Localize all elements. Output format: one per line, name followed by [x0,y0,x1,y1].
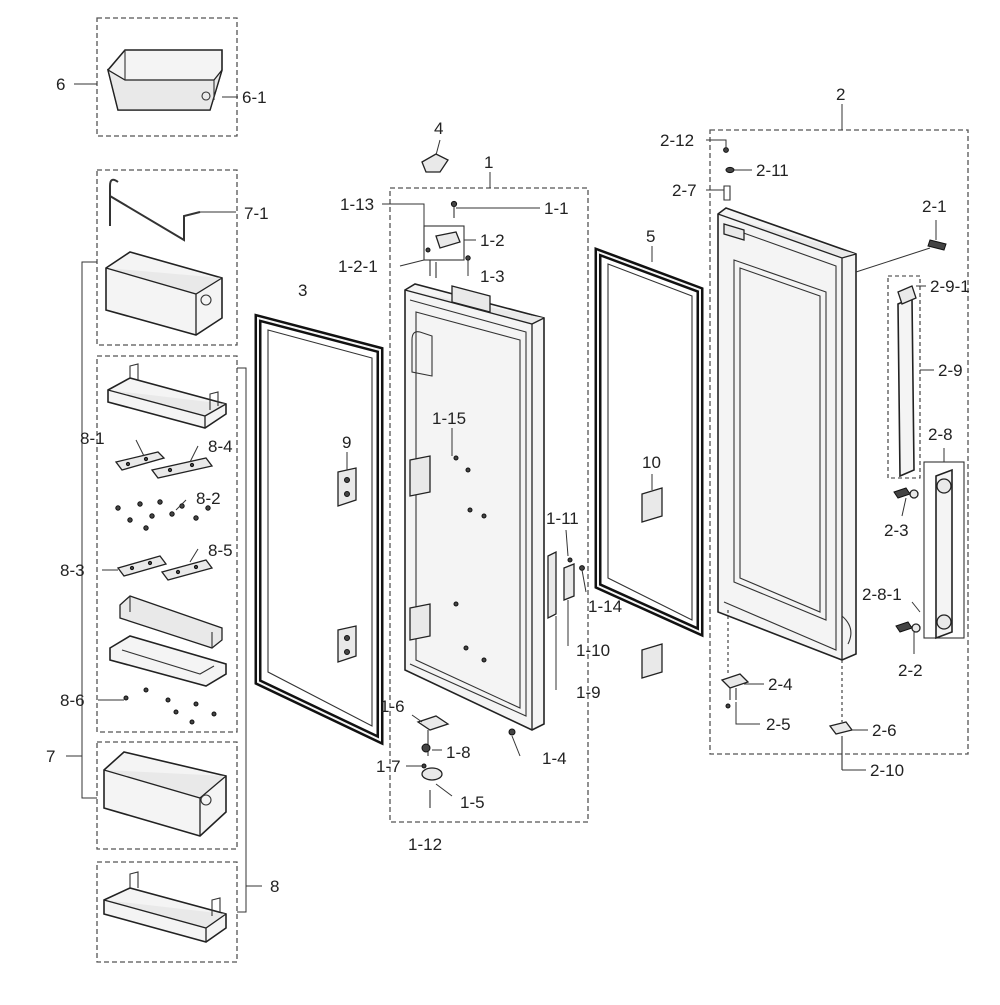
label-8-5: 8-5 [208,541,233,560]
bracket-8-3 [116,555,168,577]
handle-2-8 [923,461,965,640]
label-10: 10 [642,453,661,472]
label-1-5: 1-5 [460,793,485,812]
label-2-5: 2-5 [766,715,791,734]
label-1-1: 1-1 [544,199,569,218]
label-8-6: 8-6 [60,691,85,710]
screws-8-6 [123,687,217,725]
label-2-8-1: 2-8-1 [862,585,902,604]
label-1-13: 1-13 [340,195,374,214]
label-9: 9 [342,433,351,452]
label-1-7: 1-7 [376,757,401,776]
door-gasket-5 [594,246,704,638]
plate-9 [337,467,357,663]
label-2-3: 2-3 [884,521,909,540]
door-hinge-bar-1-9 [547,550,585,620]
box-part-7-upper [96,169,238,346]
handle-assembly-2-9 [887,275,921,479]
label-1-2: 1-2 [480,231,505,250]
door-gasket-3 [254,313,384,746]
top-pieces-2 [723,147,735,201]
label-2-10: 2-10 [870,761,904,780]
part-2-1 [855,220,947,273]
bottom-hinge-parts [416,715,516,808]
label-1-9: 1-9 [576,683,601,702]
door-bin-7-lower [103,751,227,837]
label-2-2: 2-2 [898,661,923,680]
door-bin-6 [106,49,223,111]
box-part-8-upper [96,355,238,733]
bracket-8-5 [160,559,214,581]
left-door-1 [404,283,545,731]
shelf-8-lower [103,871,227,943]
label-1-2-1: 1-2-1 [338,257,378,276]
label-7: 7 [46,747,55,766]
label-1-6: 1-6 [380,697,405,716]
label-1-3: 1-3 [480,267,505,286]
box-part-6 [96,17,238,137]
label-3: 3 [298,281,307,300]
label-4: 4 [434,119,443,138]
label-1-11: 1-11 [546,509,579,528]
box-part-7-lower [96,741,238,850]
label-8-2: 8-2 [196,489,221,508]
label-1-12: 1-12 [408,835,442,854]
label-1-14: 1-14 [588,597,622,616]
door-bin-7-upper [105,251,223,336]
label-1-10: 1-10 [576,641,610,660]
label-6-1: 6-1 [242,88,267,107]
shelf-8-upper [107,363,227,429]
right-door-2 [717,207,857,661]
label-1-8: 1-8 [446,743,471,762]
bottom-hinge-2 [720,610,750,709]
label-7-1: 7-1 [244,204,269,223]
shelf-frame-8 [109,595,227,687]
label-2-12: 2-12 [660,131,694,150]
label-2-6: 2-6 [872,721,897,740]
label-2-8: 2-8 [928,425,953,444]
bracket-8-4 [150,457,214,479]
clips-2-2-2-3 [893,487,921,633]
label-2: 2 [836,85,845,104]
label-2-9-1: 2-9-1 [930,277,970,296]
hinge-cap-4 [421,139,449,173]
label-6: 6 [56,75,65,94]
label-2-1: 2-1 [922,197,947,216]
wire-rail-7-1 [109,178,201,242]
label-1-4: 1-4 [542,749,567,768]
top-hinge-parts [423,200,471,278]
label-8-3: 8-3 [60,561,85,580]
label-2-7: 2-7 [672,181,697,200]
label-2-4: 2-4 [768,675,793,694]
label-5: 5 [646,227,655,246]
label-1-15: 1-15 [432,409,466,428]
bracket-8-1 [114,451,166,471]
label-8: 8 [270,877,279,896]
pad-10 [641,474,663,679]
label-2-9: 2-9 [938,361,963,380]
label-8-4: 8-4 [208,437,233,456]
label-1: 1 [484,153,493,172]
label-2-11: 2-11 [756,161,789,180]
label-8-1: 8-1 [80,429,105,448]
